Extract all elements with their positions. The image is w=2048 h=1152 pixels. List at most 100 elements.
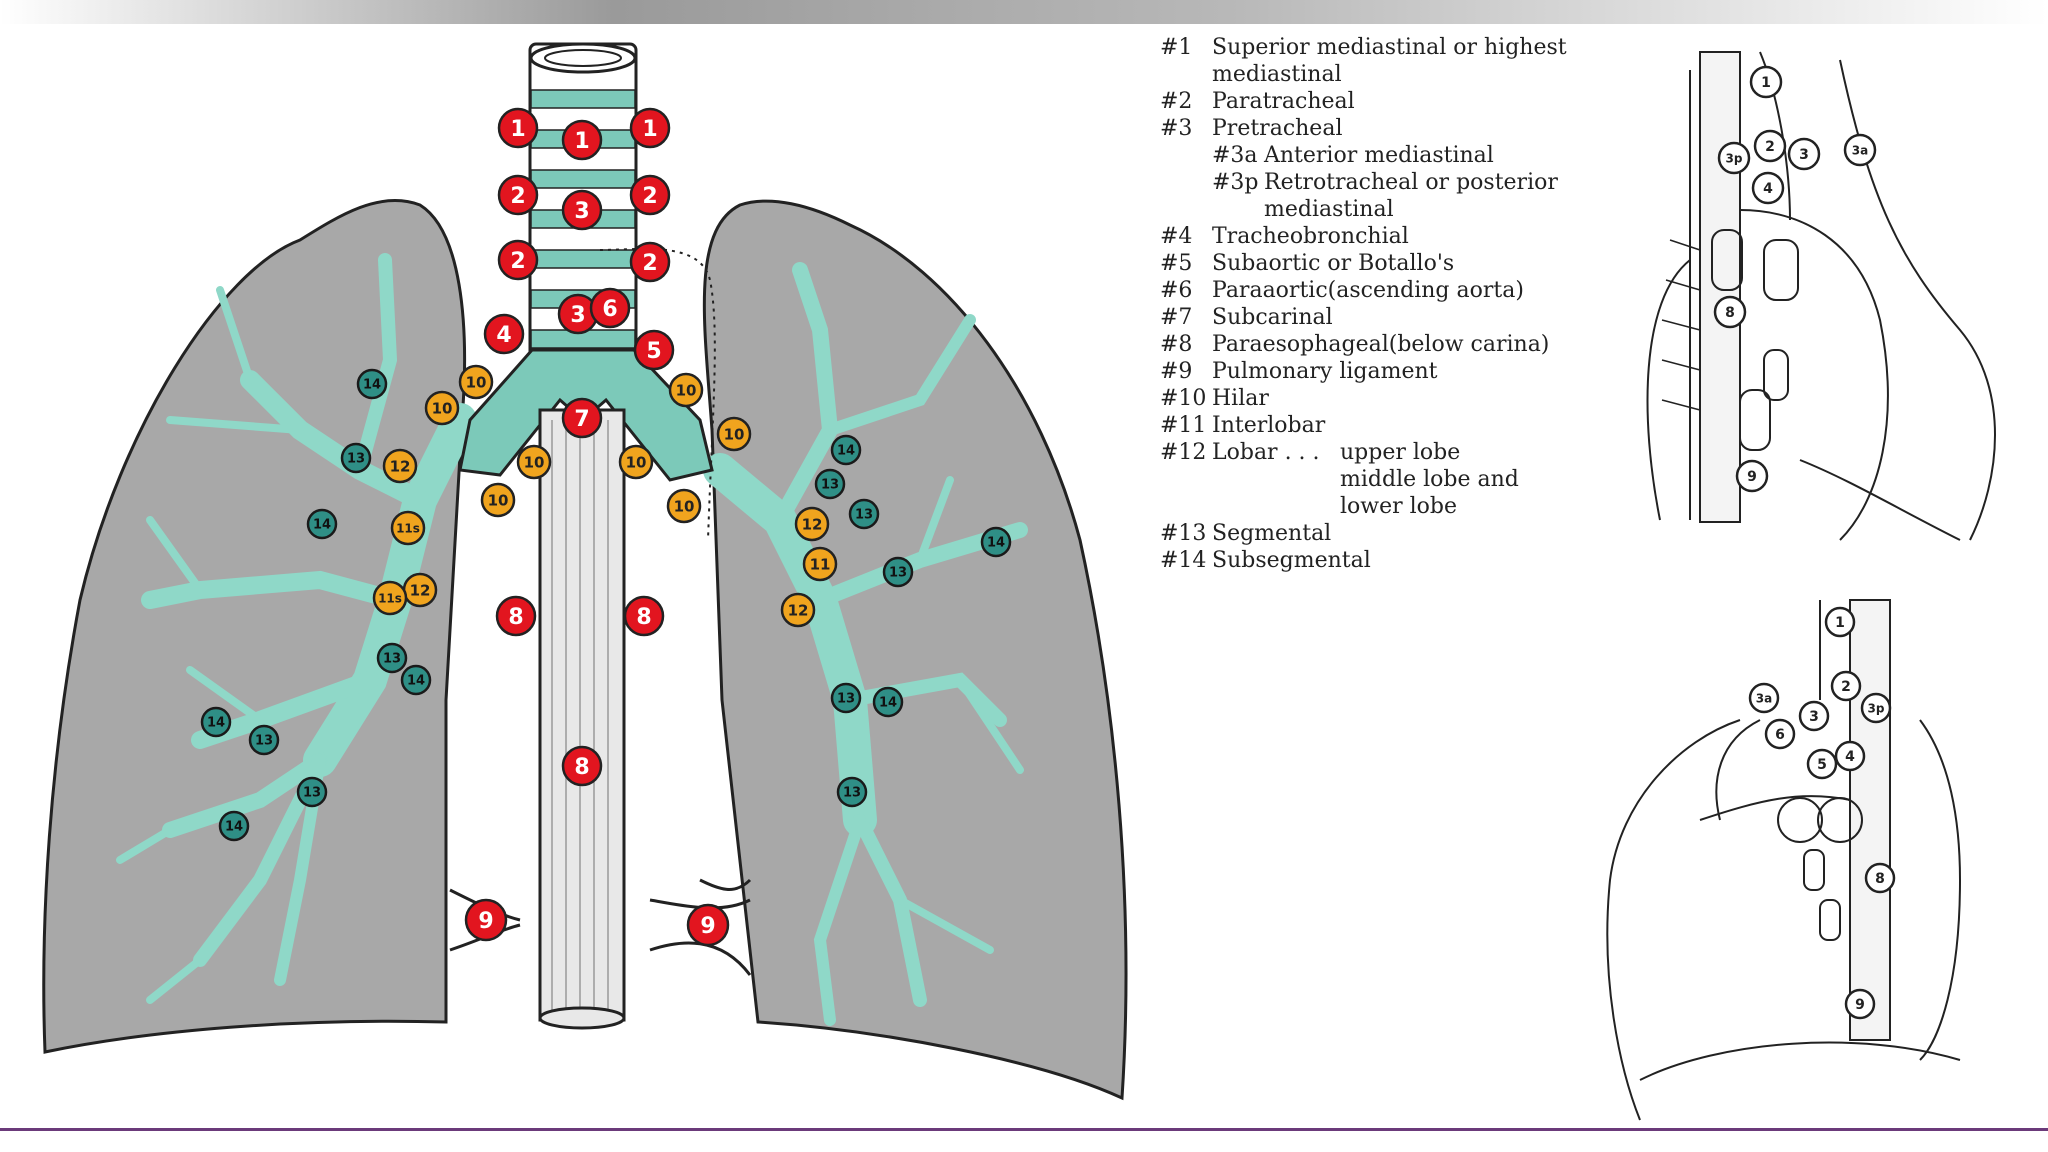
legend-station-label: Pretracheal — [1212, 116, 1343, 141]
teal-node-circle — [200, 706, 232, 738]
inset-node-circle — [1860, 692, 1892, 724]
inset-node-circle — [1843, 133, 1877, 167]
legend-station-number: #8 — [1160, 332, 1193, 357]
red-node-label: 2 — [510, 249, 525, 274]
inset-node-circle — [1749, 65, 1783, 99]
inset-node-label: 2 — [1841, 679, 1851, 695]
red-node-label: 2 — [642, 184, 657, 209]
legend-station-label: Paratracheal — [1212, 89, 1355, 114]
inset-node-circle — [1717, 141, 1751, 175]
inset-node: 4 — [1751, 171, 1785, 205]
orange-node-circle — [780, 592, 816, 628]
teal-node-label: 14 — [363, 378, 381, 393]
legend-station-label: Paraaortic(ascending aorta) — [1212, 278, 1524, 303]
orange-node-circle — [516, 444, 552, 480]
teal-node: 14 — [872, 686, 904, 718]
inset-node: 4 — [1834, 740, 1866, 772]
inset-node: 5 — [1806, 748, 1838, 780]
inset-node-circle — [1834, 740, 1866, 772]
inset-node-circle — [1751, 171, 1785, 205]
teal-node: 14 — [400, 664, 432, 696]
inset-node: 3a — [1843, 133, 1877, 167]
legend-station-number: #6 — [1160, 278, 1193, 303]
legend-station-number: #11 — [1160, 413, 1207, 438]
legend-station-label: Hilar — [1212, 386, 1269, 411]
teal-node-label: 13 — [843, 786, 861, 801]
orange-node-label: 11s — [396, 521, 420, 535]
inset-node-circle — [1824, 606, 1856, 638]
inset-node-label: 1 — [1761, 75, 1771, 91]
red-node-circle — [483, 313, 525, 355]
red-node-label: 1 — [510, 117, 525, 142]
legend-station-label: Subaortic or Botallo's — [1212, 251, 1455, 276]
teal-node-circle — [830, 682, 862, 714]
orange-node-circle — [480, 482, 516, 518]
teal-node-label: 13 — [347, 452, 365, 467]
teal-node: 14 — [306, 508, 338, 540]
top-gradient-bar — [0, 0, 2048, 24]
orange-node-label: 12 — [390, 457, 411, 475]
inset-node: 3p — [1717, 141, 1751, 175]
teal-node: 14 — [830, 434, 862, 466]
inset-node-circle — [1806, 748, 1838, 780]
teal-node-circle — [882, 556, 914, 588]
legend-station-number: #3 — [1160, 116, 1193, 141]
red-node: 4 — [483, 313, 525, 355]
red-node-label: 1 — [642, 117, 657, 142]
legend-station-label: Lobar . . . — [1212, 440, 1320, 465]
orange-node: 10 — [666, 488, 702, 524]
inset-node-circle — [1753, 129, 1787, 163]
teal-node-circle — [248, 724, 280, 756]
teal-node: 13 — [848, 498, 880, 530]
orange-node-circle — [618, 444, 654, 480]
orange-node-circle — [424, 390, 460, 426]
orange-node-label: 11s — [378, 591, 402, 605]
red-node: 3 — [561, 189, 603, 231]
orange-node-circle — [666, 488, 702, 524]
legend-station-label: Retrotracheal or posterior mediastinal — [1264, 170, 1558, 222]
red-node: 1 — [497, 107, 539, 149]
teal-node: 14 — [980, 526, 1012, 558]
teal-node-circle — [836, 776, 868, 808]
teal-node-label: 13 — [255, 734, 273, 749]
teal-node-label: 14 — [879, 696, 897, 711]
orange-node-label: 12 — [788, 601, 809, 619]
inset-node-circle — [1787, 137, 1821, 171]
orange-node: 10 — [716, 416, 752, 452]
red-node-circle — [497, 107, 539, 149]
red-node-label: 8 — [636, 605, 651, 630]
teal-node-label: 14 — [207, 716, 225, 731]
orange-node-label: 11 — [810, 555, 831, 573]
teal-node-circle — [296, 776, 328, 808]
red-node: 1 — [629, 107, 671, 149]
inset-node-label: 3a — [1756, 691, 1772, 705]
legend-station-label: Subsegmental — [1212, 548, 1371, 573]
inset-node: 8 — [1864, 862, 1896, 894]
teal-node-circle — [376, 642, 408, 674]
teal-node: 13 — [882, 556, 914, 588]
red-node-label: 6 — [602, 297, 617, 322]
teal-node-circle — [218, 810, 250, 842]
teal-node-circle — [814, 468, 846, 500]
red-node-label: 8 — [574, 755, 589, 780]
inset-node: 3p — [1860, 692, 1892, 724]
red-node-circle — [589, 287, 631, 329]
red-node: 2 — [629, 241, 671, 283]
red-node-label: 5 — [646, 339, 661, 364]
red-node: 6 — [589, 287, 631, 329]
legend-station-number: #12 — [1160, 440, 1207, 465]
legend-station-number: #9 — [1160, 359, 1193, 384]
teal-node-label: 13 — [303, 786, 321, 801]
inset-node: 3a — [1748, 682, 1780, 714]
red-node-circle — [629, 241, 671, 283]
orange-node-label: 10 — [466, 373, 487, 391]
inset-node-circle — [1713, 295, 1747, 329]
